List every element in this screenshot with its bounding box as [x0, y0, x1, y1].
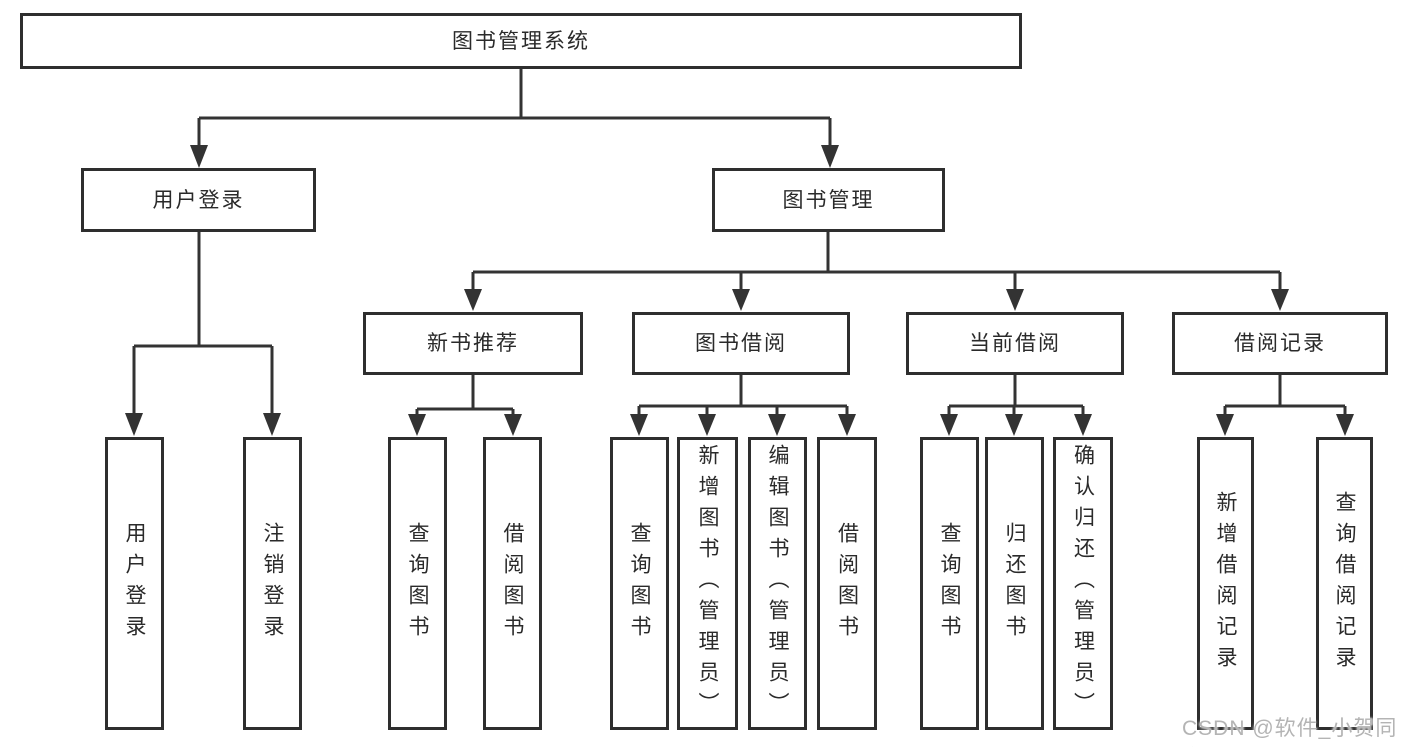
leaf-borrow-books-1: 借阅图书 — [483, 437, 542, 730]
connector-book-borrow-children — [630, 374, 856, 436]
leaf-borrow-books-2: 借阅图书 — [817, 437, 877, 730]
node-label: 新增借阅记录 — [1214, 490, 1237, 677]
node-label: 查询图书 — [938, 521, 961, 646]
node-label: 借阅图书 — [835, 521, 859, 646]
node-book-management: 图书管理 — [712, 168, 945, 232]
leaf-query-borrow-record: 查询借阅记录 — [1316, 437, 1373, 730]
connector-borrow-records-children — [1216, 374, 1354, 436]
node-new-book-recommend: 新书推荐 — [363, 312, 583, 375]
node-label: 借阅记录 — [1234, 332, 1326, 355]
leaf-return-book: 归还图书 — [985, 437, 1044, 730]
node-label: 编辑图书（管理员） — [766, 444, 789, 723]
connector-current-borrow-children — [940, 374, 1092, 436]
node-book-borrowing: 图书借阅 — [632, 312, 850, 375]
node-label: 借阅图书 — [501, 521, 524, 646]
leaf-edit-book-admin: 编辑图书（管理员） — [748, 437, 807, 730]
leaf-add-borrow-record: 新增借阅记录 — [1197, 437, 1254, 730]
node-current-borrowing: 当前借阅 — [906, 312, 1124, 375]
node-label: 用户登录 — [123, 521, 146, 646]
node-label: 查询图书 — [628, 521, 651, 646]
leaf-confirm-return-admin: 确认归还（管理员） — [1053, 437, 1113, 730]
watermark: CSDN @软件_小贺同学 — [1182, 717, 1398, 740]
node-label: 图书管理系统 — [452, 29, 590, 53]
leaf-query-books-1: 查询图书 — [388, 437, 447, 730]
node-library-system: 图书管理系统 — [20, 13, 1022, 69]
connector-user-login-children — [125, 232, 281, 436]
node-label: 新书推荐 — [427, 332, 519, 355]
node-label: 新增图书（管理员） — [696, 444, 719, 723]
node-label: 当前借阅 — [969, 332, 1061, 355]
leaf-logout: 注销登录 — [243, 437, 302, 730]
node-label: 归还图书 — [1003, 521, 1026, 646]
node-label: 图书管理 — [782, 188, 875, 212]
node-label: 用户登录 — [152, 188, 245, 212]
node-label: 图书借阅 — [695, 332, 787, 355]
node-user-login: 用户登录 — [81, 168, 316, 232]
node-label: 确认归还（管理员） — [1071, 444, 1095, 723]
leaf-add-book-admin: 新增图书（管理员） — [677, 437, 738, 730]
leaf-query-books-2: 查询图书 — [610, 437, 669, 730]
connector-book-mgmt-children — [464, 232, 1289, 311]
node-label: 注销登录 — [261, 521, 284, 646]
node-borrowing-records: 借阅记录 — [1172, 312, 1388, 375]
connector-root-to-level2 — [190, 69, 839, 168]
node-label: 查询借阅记录 — [1333, 490, 1356, 677]
node-label: 查询图书 — [406, 521, 429, 646]
leaf-user-login: 用户登录 — [105, 437, 164, 730]
leaf-query-books-3: 查询图书 — [920, 437, 979, 730]
connector-new-books-children — [408, 374, 522, 436]
